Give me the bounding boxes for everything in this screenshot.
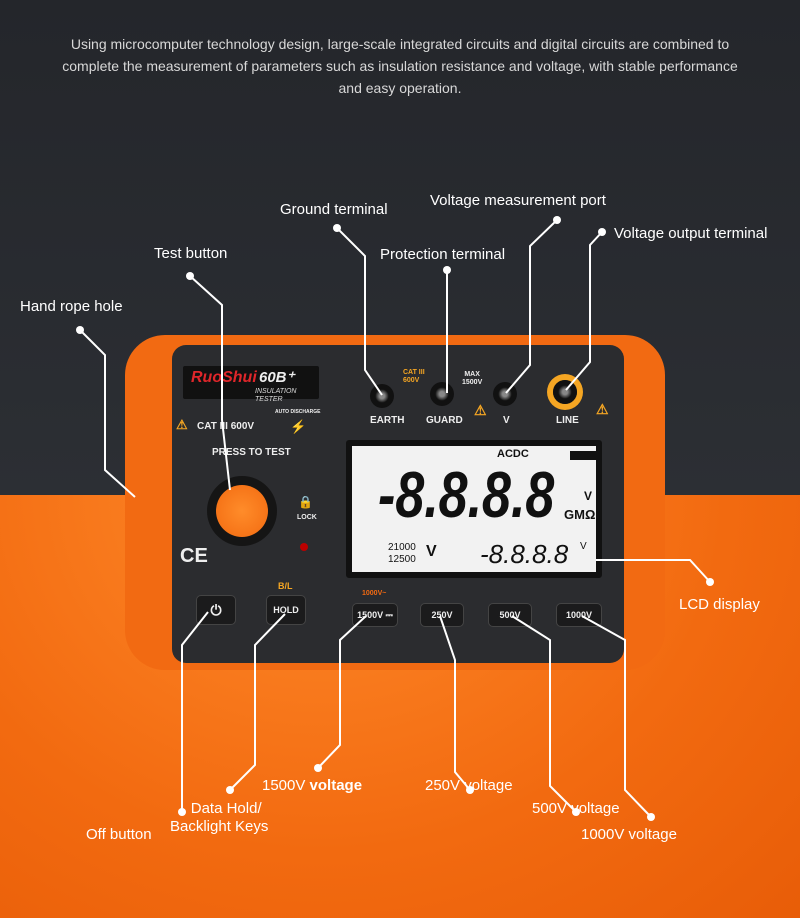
line-hold: [229, 613, 286, 791]
label-hand-rope: Hand rope hole: [20, 298, 123, 315]
label-ground: Ground terminal: [280, 201, 388, 218]
label-lcd: LCD display: [679, 596, 760, 613]
model: 60B⁺: [259, 369, 295, 386]
label-500v: 500V voltage: [532, 800, 620, 817]
line-voltage-port: [505, 219, 558, 394]
guard-label: GUARD: [426, 415, 463, 426]
press-to-test: PRESS TO TEST: [212, 447, 291, 458]
label-1500v: 1500V voltage: [262, 777, 363, 794]
label-voltage-port: Voltage measurement port: [430, 192, 606, 209]
cat-rating: CAT III 600V: [197, 421, 255, 432]
lock-icon: 🔒: [298, 495, 313, 509]
line-lcd: [596, 559, 711, 583]
brand: RuoShui: [191, 369, 257, 386]
label-test-button: Test button: [154, 245, 228, 262]
label-1000v: 1000V voltage: [581, 826, 677, 843]
backlight-label: B/L: [278, 581, 293, 591]
lock-label: LOCK: [297, 514, 317, 521]
auto-discharge: AUTO DISCHARGE: [275, 409, 321, 415]
warning-icon: ⚠: [176, 417, 188, 432]
power-icon: ⏻: [210, 602, 222, 618]
warning-icon: ⚠: [596, 401, 609, 417]
guard-terminal[interactable]: [430, 382, 454, 406]
callout-dots: [76, 216, 714, 821]
range-note: 1000V~: [362, 590, 387, 597]
line-250v: [439, 615, 471, 791]
unit-gmohm: GMΩ: [564, 507, 596, 522]
hold-button[interactable]: HOLD: [266, 595, 306, 625]
main-reading: -8.8.8.8: [378, 459, 555, 532]
sub-reading: -8.8.8.8: [480, 539, 569, 569]
line-ground: [336, 227, 383, 396]
intro-text: Using microcomputer technology design, l…: [62, 36, 738, 96]
indicator-led: [300, 543, 308, 551]
line-off: [181, 611, 209, 812]
test-button[interactable]: [207, 476, 277, 546]
v-label: V: [503, 415, 510, 426]
subtitle: INSULATION TESTER: [255, 388, 297, 403]
line-test-button: [189, 275, 231, 491]
label-protection: Protection terminal: [380, 246, 506, 263]
btn-1500v[interactable]: 1500V ⎓: [352, 603, 398, 627]
discharge-icon: ⚡: [290, 419, 307, 434]
line-label: LINE: [556, 415, 579, 426]
label-hold: Data Hold/Backlight Keys: [170, 800, 269, 835]
sub-unit: V: [580, 541, 587, 552]
warning-icon: ⚠: [474, 402, 487, 418]
earth-terminal[interactable]: [370, 384, 394, 408]
battery-icon: [570, 451, 596, 460]
line-1500v: [317, 615, 367, 769]
label-250v: 250V voltage: [425, 777, 513, 794]
line-hand-rope: [79, 329, 136, 498]
acdc: ACDC: [497, 448, 529, 460]
line-500v: [511, 615, 577, 813]
label-off: Off button: [86, 826, 152, 843]
ce-mark: CE: [180, 545, 208, 567]
label-voltage-output: Voltage output terminal: [614, 225, 768, 242]
earth-label: EARTH: [370, 415, 405, 426]
line-terminal[interactable]: [553, 380, 577, 404]
line-voltage-output: [565, 231, 603, 391]
unit-v: V: [584, 489, 593, 503]
line-1000v: [581, 615, 652, 818]
range-unit: V: [426, 543, 437, 560]
